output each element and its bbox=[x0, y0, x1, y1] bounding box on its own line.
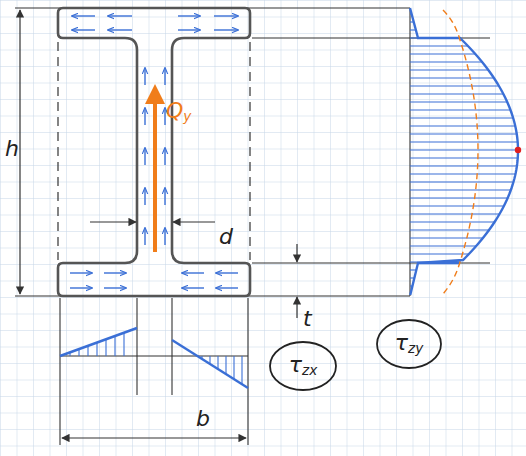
dimension-label: b bbox=[196, 408, 210, 430]
tau-zy-diagram bbox=[410, 8, 521, 295]
force-label: Qy bbox=[166, 100, 191, 124]
dimension-label: h bbox=[5, 138, 19, 160]
i-beam-section bbox=[58, 8, 250, 296]
tau-zx-diagram bbox=[60, 328, 248, 388]
stress-symbol: τzx bbox=[289, 354, 317, 378]
shear-flow-arrows bbox=[70, 16, 238, 288]
stress-symbol: τzy bbox=[395, 332, 423, 356]
shear-force-arrow bbox=[153, 88, 157, 252]
dimension-lines bbox=[20, 10, 297, 438]
extension-lines bbox=[15, 8, 490, 445]
dashed-outline bbox=[58, 42, 250, 260]
circled-label: τzy bbox=[375, 318, 443, 370]
circled-label: τzx bbox=[268, 340, 338, 392]
dimension-label: t bbox=[303, 308, 312, 330]
dimension-label: d bbox=[219, 226, 233, 248]
